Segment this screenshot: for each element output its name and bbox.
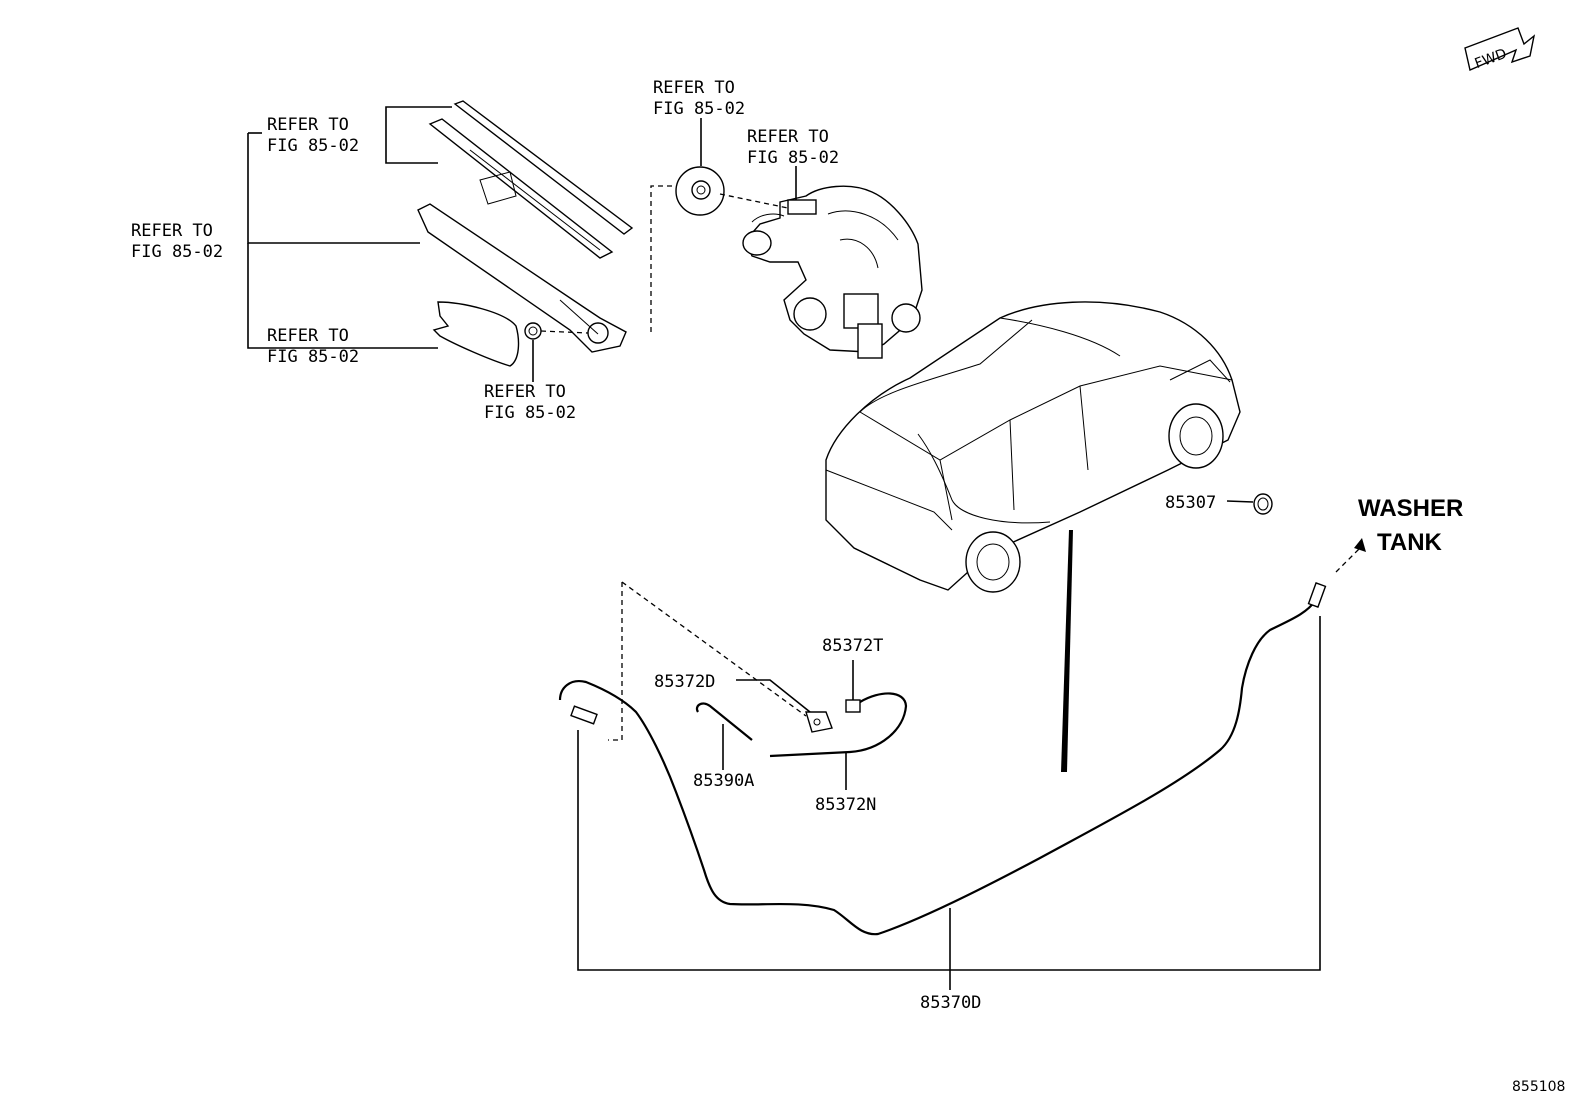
washer-hose-icon [558, 582, 1327, 936]
svg-text:FIG 85-02: FIG 85-02 [653, 99, 745, 119]
leader-line [1226, 500, 1254, 503]
part-85372T-icon [769, 692, 908, 758]
assembly-line [719, 193, 789, 209]
svg-text:FIG 85-02: FIG 85-02 [747, 148, 839, 168]
svg-text:FIG 85-02: FIG 85-02 [267, 347, 359, 367]
leader-line [385, 106, 452, 164]
assembly-line [540, 330, 589, 334]
svg-text:FIG 85-02: FIG 85-02 [484, 403, 576, 423]
part-85372D-icon [805, 711, 833, 733]
leader-line [736, 679, 811, 713]
label-85372T: 85372T [822, 636, 883, 656]
wiper-arm-icon [417, 203, 627, 353]
svg-text:REFER TO: REFER TO [653, 78, 735, 98]
part-85390A-icon [695, 702, 753, 741]
figure-number: 855108 [1512, 1079, 1565, 1095]
svg-text:REFER TO: REFER TO [267, 115, 349, 135]
svg-text:FIG 85-02: FIG 85-02 [267, 136, 359, 156]
label-85307: 85307 [1165, 493, 1216, 513]
arm-cap-icon [432, 301, 520, 367]
refer-label-arm: REFER TO FIG 85-02 [131, 221, 223, 262]
part-85307-icon [1253, 493, 1273, 515]
svg-text:REFER TO: REFER TO [267, 326, 349, 346]
svg-text:FIG 85-02: FIG 85-02 [131, 242, 223, 262]
washer-tank-label-line1: WASHER [1358, 495, 1463, 522]
wiper-motor-icon [742, 185, 923, 359]
wiper-blade-icon [428, 100, 634, 259]
washer-tank-label-line2: TANK [1377, 529, 1443, 556]
refer-label-cap: REFER TO FIG 85-02 [267, 326, 359, 367]
label-85390A: 85390A [693, 771, 754, 791]
grommet-icon [675, 166, 725, 216]
vehicle-icon [825, 301, 1241, 593]
label-85370D: 85370D [920, 993, 981, 1013]
refer-label-motor: REFER TO FIG 85-02 [747, 127, 839, 168]
assembly-line [621, 581, 807, 717]
arrow-head-icon [1354, 538, 1366, 552]
label-85372N: 85372N [815, 795, 876, 815]
refer-label-blade: REFER TO FIG 85-02 [267, 115, 359, 156]
refer-label-nut: REFER TO FIG 85-02 [484, 382, 576, 423]
svg-text:REFER TO: REFER TO [747, 127, 829, 147]
pointer-arrow [1061, 530, 1073, 772]
svg-text:REFER TO: REFER TO [131, 221, 213, 241]
fwd-arrow-icon: FWD [1464, 27, 1536, 72]
assembly-line [650, 185, 676, 332]
label-85372D: 85372D [654, 672, 715, 692]
leader-line [247, 243, 438, 349]
washer-tank-arrow [1335, 545, 1363, 573]
leader-line [577, 616, 1321, 971]
refer-label-grommet: REFER TO FIG 85-02 [653, 78, 745, 119]
svg-text:REFER TO: REFER TO [484, 382, 566, 402]
assembly-line [608, 582, 623, 741]
nut-icon [524, 322, 542, 340]
